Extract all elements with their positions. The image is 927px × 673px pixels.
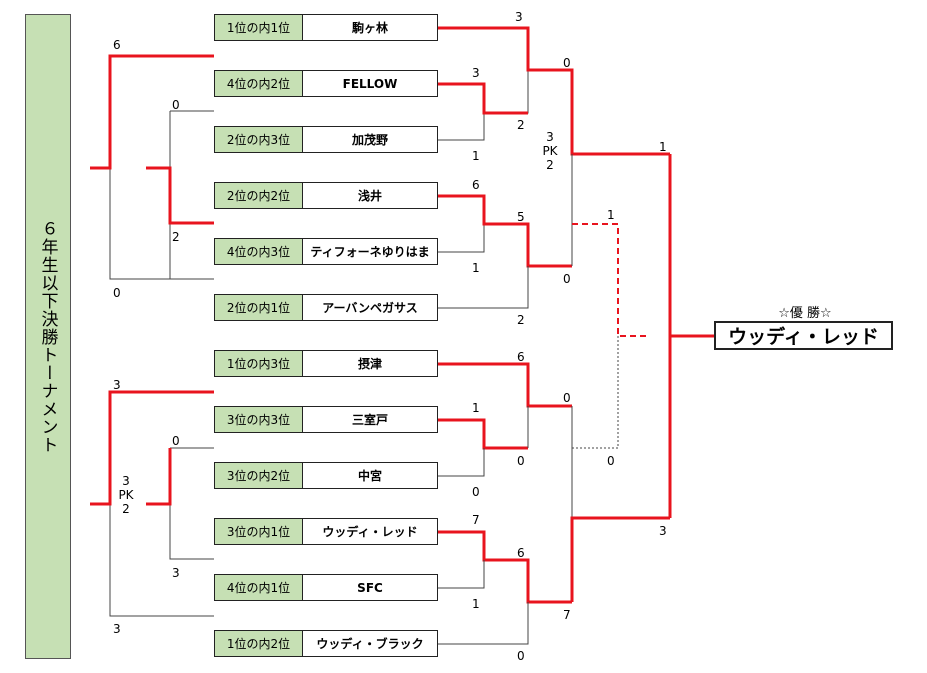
seed-label: 4位の内1位 bbox=[214, 574, 303, 601]
seed-label: 4位の内2位 bbox=[214, 70, 303, 97]
team-name: 駒ヶ林 bbox=[303, 14, 438, 41]
seed-label: 4位の内3位 bbox=[214, 238, 303, 265]
bracket-line bbox=[169, 448, 214, 560]
score: 1 bbox=[472, 401, 480, 415]
score: 0 bbox=[113, 286, 121, 300]
pk-label: PK bbox=[118, 488, 134, 502]
seed-label: 1位の内1位 bbox=[214, 14, 303, 41]
score: 2 bbox=[517, 313, 525, 327]
tournament-title: ６年生以下決勝トーナメント bbox=[37, 219, 58, 454]
winner-line bbox=[146, 448, 172, 506]
team-name: ティフォーネゆりはま bbox=[303, 238, 438, 265]
seed-label: 2位の内2位 bbox=[214, 182, 303, 209]
score: 0 bbox=[563, 56, 571, 70]
pk-value: 3 bbox=[122, 474, 130, 488]
score: 7 bbox=[563, 608, 571, 622]
score: 6 bbox=[517, 350, 525, 364]
dashed-line bbox=[572, 223, 646, 337]
score: 5 bbox=[517, 210, 525, 224]
seed-label: 2位の内3位 bbox=[214, 126, 303, 153]
score: 3 bbox=[659, 524, 667, 538]
seed-label: 3位の内1位 bbox=[214, 518, 303, 545]
pk-label: PK bbox=[542, 144, 558, 158]
seed-label: 1位の内3位 bbox=[214, 350, 303, 377]
winner-line bbox=[146, 166, 214, 225]
winner-line bbox=[438, 362, 572, 408]
score: 3 bbox=[172, 566, 180, 580]
winner-line bbox=[438, 194, 572, 268]
champion-name: ウッディ・レッド bbox=[714, 321, 893, 350]
score: 6 bbox=[113, 38, 121, 52]
team-name: FELLOW bbox=[303, 70, 438, 97]
winner-line bbox=[438, 26, 670, 156]
bracket-line bbox=[109, 111, 171, 280]
score: 0 bbox=[563, 391, 571, 405]
score: 0 bbox=[517, 454, 525, 468]
score: 7 bbox=[472, 513, 480, 527]
pk-score-left: 3 PK 2 bbox=[114, 474, 138, 516]
team-name: ウッディ・レッド bbox=[303, 518, 438, 545]
score: 6 bbox=[472, 178, 480, 192]
bracket-line bbox=[438, 602, 529, 645]
pk-value: 3 bbox=[546, 130, 554, 144]
score: 1 bbox=[472, 261, 480, 275]
seed-label: 1位の内2位 bbox=[214, 630, 303, 657]
winner-line bbox=[90, 54, 214, 170]
score: 1 bbox=[472, 149, 480, 163]
team-name: 中宮 bbox=[303, 462, 438, 489]
team-name: 三室戸 bbox=[303, 406, 438, 433]
dotted-line bbox=[572, 336, 619, 449]
score: 1 bbox=[607, 208, 615, 222]
team-name: アーバンペガサス bbox=[303, 294, 438, 321]
seed-label: 3位の内3位 bbox=[214, 406, 303, 433]
bracket-line bbox=[109, 504, 214, 617]
score: 0 bbox=[172, 98, 180, 112]
team-name: 摂津 bbox=[303, 350, 438, 377]
tournament-title-banner: ６年生以下決勝トーナメント bbox=[25, 14, 71, 659]
bracket-line bbox=[484, 70, 529, 114]
winner-line bbox=[438, 418, 528, 450]
team-name: SFC bbox=[303, 574, 438, 601]
winner-line bbox=[438, 82, 528, 115]
score: 0 bbox=[172, 434, 180, 448]
score: 3 bbox=[472, 66, 480, 80]
bracket-line bbox=[438, 113, 485, 141]
score: 1 bbox=[659, 140, 667, 154]
pk-value: 2 bbox=[546, 158, 554, 172]
score: 2 bbox=[517, 118, 525, 132]
winner-line bbox=[90, 390, 214, 506]
bracket-line bbox=[438, 448, 485, 477]
seed-label: 3位の内2位 bbox=[214, 462, 303, 489]
score: 0 bbox=[517, 649, 525, 663]
score: 3 bbox=[113, 622, 121, 636]
bracket-line bbox=[438, 266, 529, 309]
pk-score-top: 3 PK 2 bbox=[538, 130, 562, 172]
score: 3 bbox=[515, 10, 523, 24]
score: 6 bbox=[517, 546, 525, 560]
team-name: 加茂野 bbox=[303, 126, 438, 153]
pk-value: 2 bbox=[122, 502, 130, 516]
winner-line bbox=[570, 516, 670, 602]
bracket-line bbox=[438, 560, 485, 589]
bracket-line bbox=[438, 224, 485, 253]
team-name: 浅井 bbox=[303, 182, 438, 209]
score: 1 bbox=[472, 597, 480, 611]
score: 0 bbox=[472, 485, 480, 499]
seed-label: 2位の内1位 bbox=[214, 294, 303, 321]
score: 0 bbox=[607, 454, 615, 468]
champion-label: ☆優 勝☆ bbox=[778, 306, 832, 321]
score: 2 bbox=[172, 230, 180, 244]
winner-line bbox=[438, 530, 572, 604]
team-name: ウッディ・ブラック bbox=[303, 630, 438, 657]
score: 3 bbox=[113, 378, 121, 392]
score: 0 bbox=[563, 272, 571, 286]
